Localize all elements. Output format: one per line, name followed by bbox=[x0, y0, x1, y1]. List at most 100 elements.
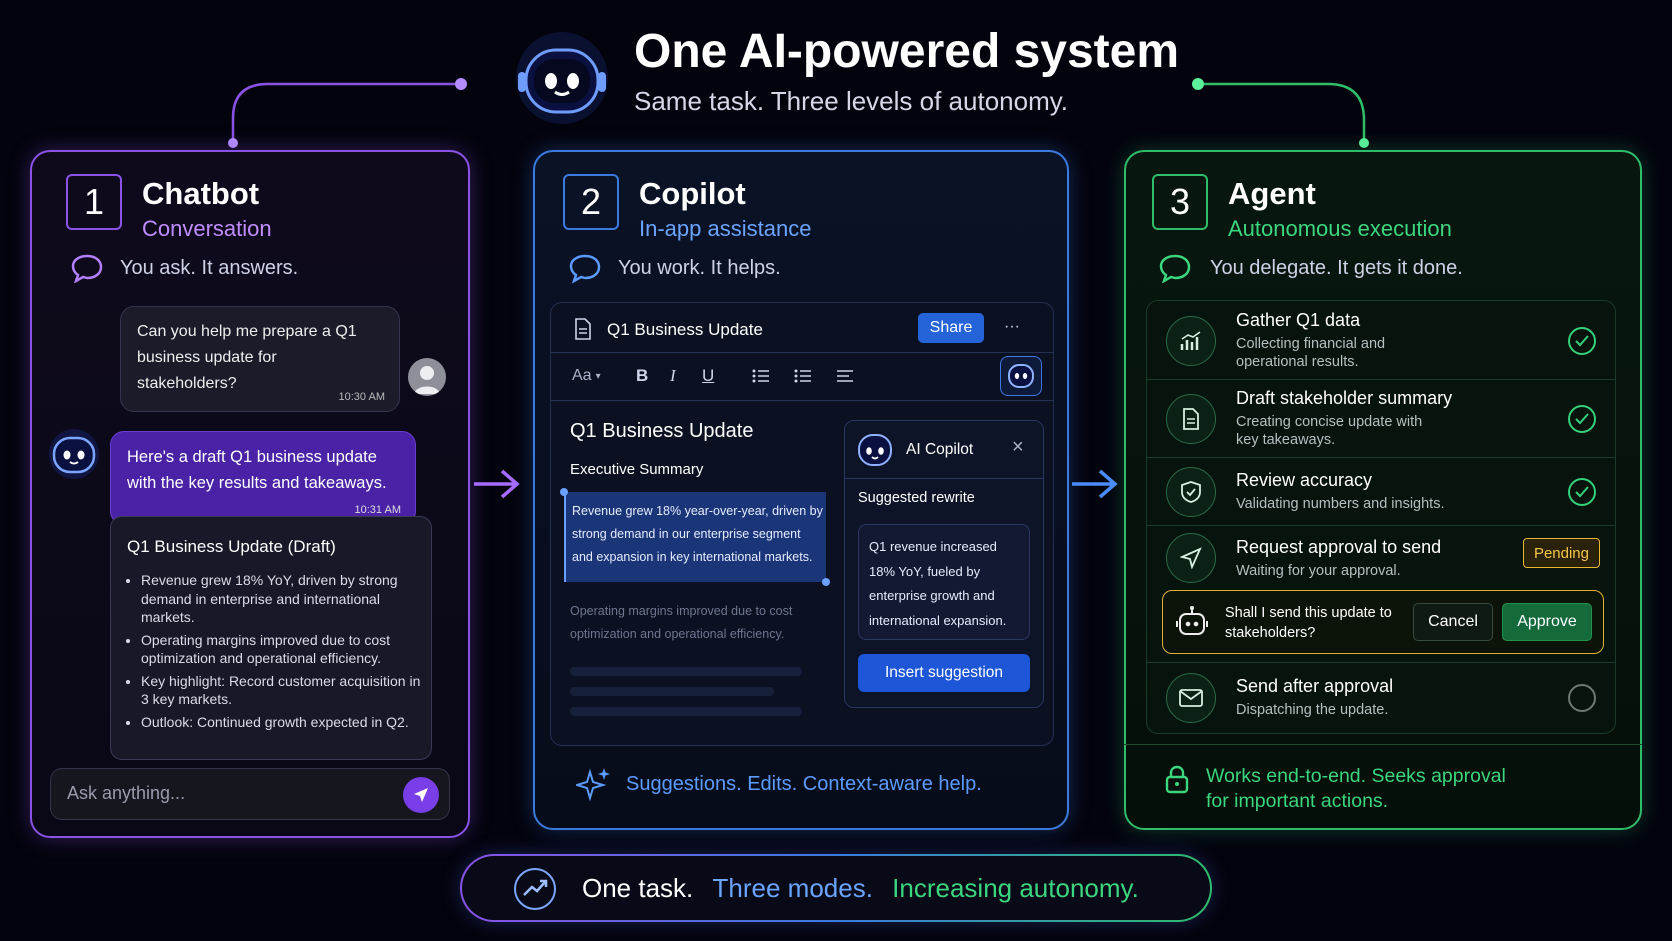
chat-bubble-icon bbox=[568, 253, 602, 283]
copilot-title: Copilot bbox=[639, 176, 746, 211]
document-heading: Q1 Business Update bbox=[570, 420, 754, 442]
chat-input-placeholder: Ask anything... bbox=[67, 783, 186, 803]
step-desc: Validating numbers and insights. bbox=[1236, 496, 1445, 512]
suggested-rewrite-label: Suggested rewrite bbox=[858, 490, 975, 506]
checkmark-icon bbox=[1568, 326, 1596, 355]
agent-footer: Works end-to-end. Seeks approval for imp… bbox=[1206, 765, 1506, 812]
agent-subtitle: Autonomous execution bbox=[1228, 216, 1452, 241]
placeholder-line bbox=[570, 687, 774, 696]
copilot-bot-icon bbox=[856, 432, 894, 468]
step-title: Gather Q1 data bbox=[1236, 310, 1361, 330]
selection-handle[interactable] bbox=[822, 578, 830, 586]
checkmark-icon bbox=[1568, 477, 1596, 506]
bot-message: Here's a draft Q1 business update with t… bbox=[110, 431, 416, 525]
draft-card: Q1 Business Update (Draft) Revenue grew … bbox=[110, 516, 432, 760]
divider bbox=[1124, 744, 1642, 745]
bold-button[interactable]: B bbox=[636, 366, 649, 385]
chat-input[interactable]: Ask anything... bbox=[50, 768, 450, 820]
selection-handle[interactable] bbox=[560, 488, 568, 496]
divider bbox=[550, 352, 1054, 353]
close-icon[interactable]: × bbox=[1012, 436, 1024, 458]
font-size-dropdown[interactable]: Aa▾ bbox=[572, 367, 601, 384]
send-button[interactable] bbox=[403, 777, 439, 813]
bottom-text-3: Increasing autonomy. bbox=[892, 873, 1139, 903]
step-desc: Collecting financial and operational res… bbox=[1236, 336, 1386, 370]
align-icon[interactable] bbox=[836, 368, 854, 384]
copilot-toggle-button[interactable] bbox=[1000, 356, 1042, 396]
chatbot-subtitle: Conversation bbox=[142, 216, 272, 241]
draft-bullet: Outlook: Continued growth expected in Q2… bbox=[141, 713, 423, 732]
bullet-list-icon[interactable] bbox=[752, 368, 770, 384]
insert-suggestion-button[interactable]: Insert suggestion bbox=[858, 654, 1030, 692]
highlighted-text: Revenue grew 18% year-over-year, driven … bbox=[572, 504, 823, 564]
step-title: Send after approval bbox=[1236, 676, 1394, 696]
step-title: Review accuracy bbox=[1236, 470, 1373, 490]
step-desc: Dispatching the update. bbox=[1236, 702, 1389, 718]
user-message: Can you help me prepare a Q1 business up… bbox=[120, 306, 400, 412]
chart-icon bbox=[1166, 315, 1216, 366]
bottom-text-2: Three modes. bbox=[712, 873, 873, 903]
checkmark-icon bbox=[1568, 404, 1596, 433]
document-icon bbox=[574, 318, 592, 340]
section-heading: Executive Summary bbox=[570, 461, 704, 478]
draft-bullet: Revenue grew 18% YoY, driven by strong d… bbox=[141, 571, 423, 627]
shield-icon bbox=[1166, 466, 1216, 517]
draft-bullet: Operating margins improved due to cost o… bbox=[141, 631, 423, 668]
draft-bullet: Key highlight: Record customer acquisiti… bbox=[141, 672, 423, 709]
copilot-number: 2 bbox=[563, 174, 619, 230]
lock-icon bbox=[1164, 764, 1190, 794]
draft-title: Q1 Business Update (Draft) bbox=[127, 537, 336, 556]
bottom-text-1: One task. bbox=[582, 873, 694, 903]
ai-copilot-title: AI Copilot bbox=[906, 441, 974, 458]
arrow-right-icon bbox=[1070, 466, 1120, 502]
bot-message-time: 10:31 AM bbox=[354, 504, 401, 516]
page-subtitle: Same task. Three levels of autonomy. bbox=[634, 86, 1069, 116]
arrow-right-icon bbox=[472, 466, 522, 502]
share-button[interactable]: Share bbox=[918, 313, 984, 343]
robot-icon bbox=[1175, 605, 1209, 639]
divider bbox=[844, 478, 1044, 479]
copilot-bot-icon bbox=[1008, 364, 1034, 388]
document-icon bbox=[1166, 393, 1216, 444]
approval-question: Shall I send this update to stakeholders… bbox=[1225, 605, 1392, 641]
underline-button[interactable]: U bbox=[702, 366, 715, 385]
italic-button[interactable]: I bbox=[670, 366, 676, 385]
trend-up-icon bbox=[512, 866, 558, 912]
chat-bubble-icon bbox=[1158, 253, 1192, 283]
suggestion-box: Q1 revenue increased 18% YoY, fueled by … bbox=[858, 524, 1030, 640]
page-title: One AI-powered system bbox=[634, 25, 1180, 78]
highlighted-selection[interactable]: Revenue grew 18% year-over-year, driven … bbox=[564, 492, 826, 582]
more-options-button[interactable]: ··· bbox=[1004, 318, 1020, 335]
copilot-subtitle: In-app assistance bbox=[639, 216, 812, 241]
step-title: Request approval to send bbox=[1236, 536, 1442, 557]
user-avatar-icon bbox=[408, 358, 446, 396]
empty-circle-icon bbox=[1568, 683, 1596, 712]
agent-title: Agent bbox=[1228, 176, 1316, 211]
step-desc: Waiting for your approval. bbox=[1236, 562, 1401, 579]
copilot-tagline: You work. It helps. bbox=[618, 257, 781, 279]
numbered-list-icon[interactable] bbox=[794, 368, 812, 384]
bot-avatar-icon bbox=[48, 428, 100, 480]
approve-button[interactable]: Approve bbox=[1502, 603, 1592, 641]
bot-message-text: Here's a draft Q1 business update with t… bbox=[127, 448, 387, 492]
user-message-text: Can you help me prepare a Q1 business up… bbox=[137, 323, 357, 392]
chatbot-tagline: You ask. It answers. bbox=[120, 257, 299, 279]
mail-icon bbox=[1166, 672, 1216, 723]
send-icon bbox=[1166, 533, 1216, 583]
cancel-button[interactable]: Cancel bbox=[1413, 603, 1493, 641]
approval-request: Shall I send this update to stakeholders… bbox=[1162, 590, 1604, 654]
chat-bubble-icon bbox=[70, 253, 104, 283]
agent-number: 3 bbox=[1152, 174, 1208, 230]
step-title: Draft stakeholder summary bbox=[1236, 388, 1453, 408]
chatbot-number: 1 bbox=[66, 174, 122, 230]
suggestion-text: Q1 revenue increased 18% YoY, fueled by … bbox=[869, 539, 1007, 628]
send-icon bbox=[414, 788, 428, 802]
agent-tagline: You delegate. It gets it done. bbox=[1210, 257, 1463, 279]
placeholder-line bbox=[570, 667, 802, 676]
copilot-footer: Suggestions. Edits. Context-aware help. bbox=[626, 773, 982, 795]
